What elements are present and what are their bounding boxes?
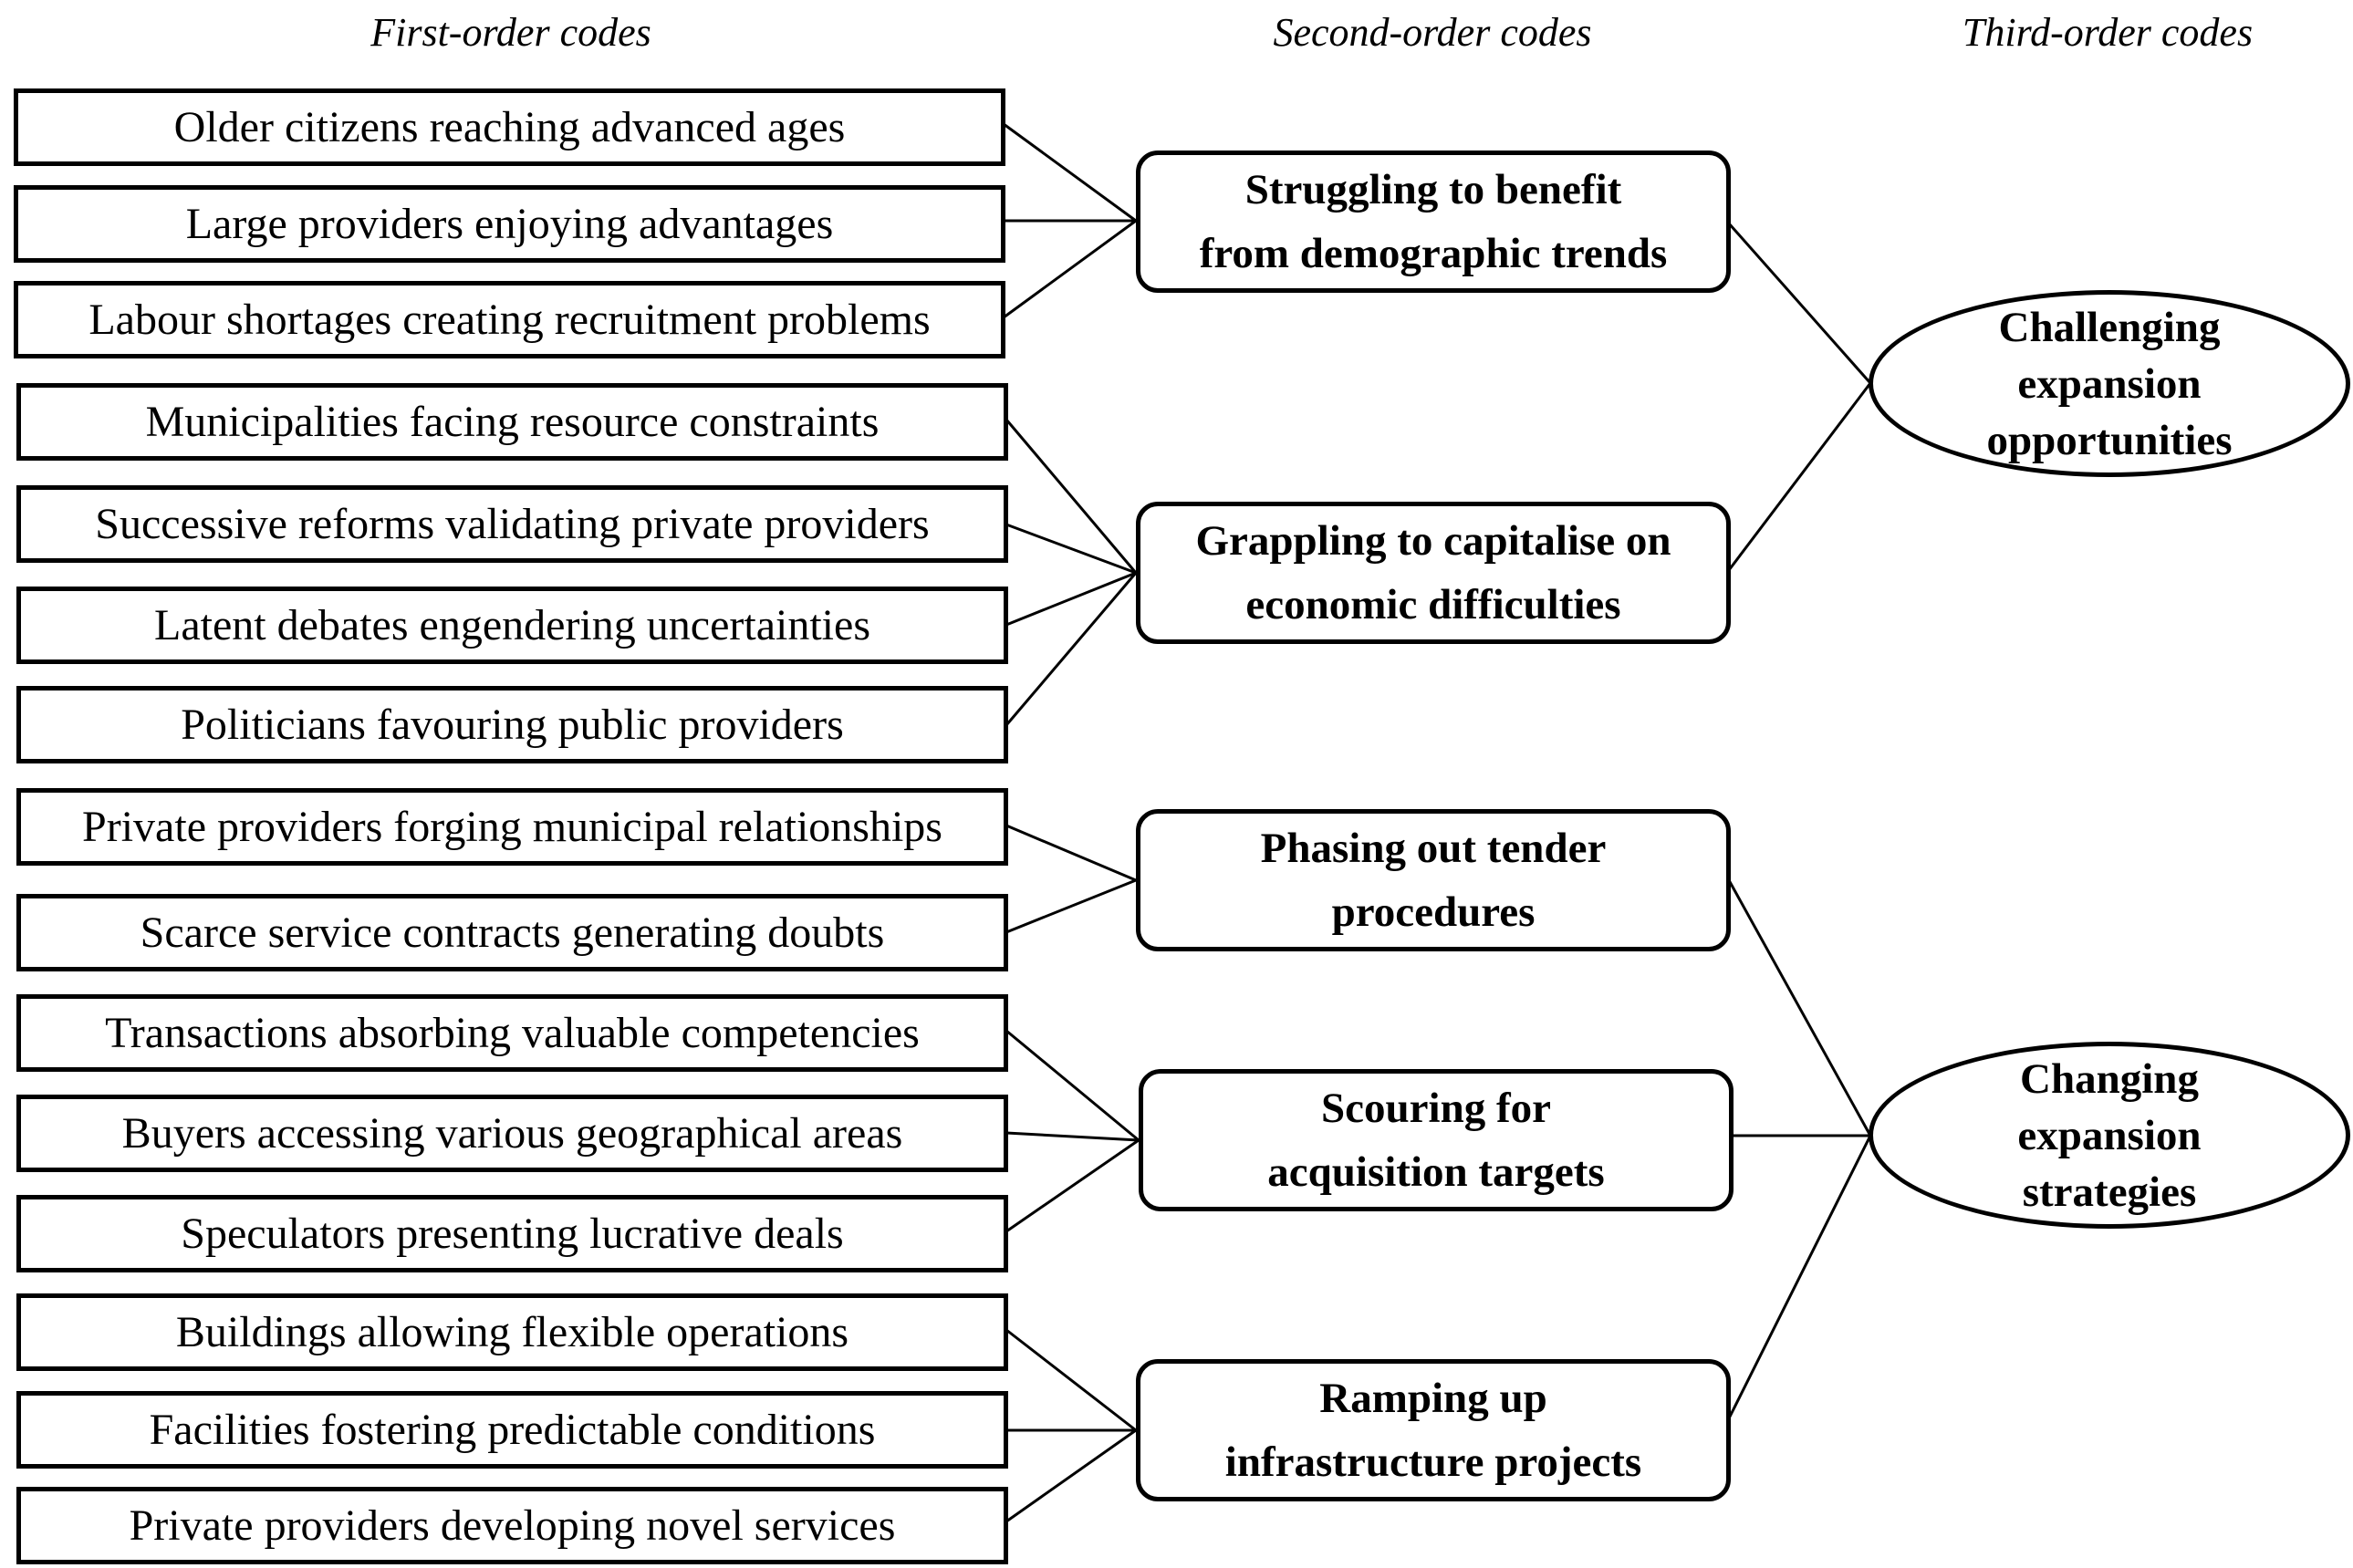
second-order-code-line: procedures (1331, 888, 1536, 936)
third-order-code-line: expansion (2017, 359, 2202, 408)
connector-line (1005, 1029, 1140, 1142)
second-order-code-line: Phasing out tender (1260, 825, 1607, 872)
first-order-code: Successive reforms validating private pr… (16, 485, 1008, 563)
connector-line (1005, 1138, 1140, 1233)
header-third-order-codes: Third-order codes (1962, 10, 2254, 55)
second-order-code-line: Struggling to benefit (1244, 166, 1622, 213)
header-first-order-codes: First-order codes (370, 10, 651, 55)
third-order-code: Changing expansion strategies (1869, 1042, 2350, 1229)
first-order-code: Scarce service contracts generating doub… (16, 894, 1008, 971)
connector-line (1005, 419, 1138, 574)
second-order-code: Phasing out tender procedures (1136, 809, 1731, 951)
second-order-code: Ramping up infrastructure projects (1136, 1359, 1731, 1501)
second-order-code-line: Ramping up (1319, 1375, 1547, 1422)
second-order-code: Struggling to benefit from demographic t… (1136, 151, 1731, 293)
header-second-order-codes: Second-order codes (1273, 10, 1592, 55)
first-order-code: Speculators presenting lucrative deals (16, 1195, 1008, 1272)
connector-line (1005, 523, 1137, 575)
first-order-code: Politicians favouring public providers (16, 686, 1008, 763)
connector-line (1005, 571, 1137, 627)
first-order-code: Transactions absorbing valuable competen… (16, 994, 1008, 1072)
connector-line (1005, 878, 1137, 934)
first-order-code: Latent debates engendering uncertainties (16, 587, 1008, 664)
connector-line (1727, 223, 1872, 384)
second-order-code-line: from demographic trends (1199, 230, 1668, 277)
second-order-code-line: acquisition targets (1267, 1148, 1605, 1196)
connector-line (1727, 382, 1872, 571)
third-order-code: Challenging expansion opportunities (1869, 290, 2350, 477)
first-order-code: Private providers developing novel servi… (16, 1487, 1008, 1564)
connector-line (1005, 1328, 1137, 1432)
third-order-code-line: Changing (2020, 1054, 2199, 1103)
third-order-code-line: opportunities (1986, 416, 2233, 464)
third-order-code-line: expansion (2017, 1111, 2202, 1159)
first-order-code: Municipalities facing resource constrain… (16, 383, 1008, 461)
connector-line (1727, 879, 1872, 1137)
second-order-code: Scouring for acquisition targets (1139, 1069, 1734, 1211)
third-order-code-line: Challenging (1998, 303, 2221, 351)
connector-line (1005, 572, 1138, 726)
connector-line (1003, 122, 1137, 223)
second-order-code-line: infrastructure projects (1224, 1438, 1642, 1486)
first-order-code: Older citizens reaching advanced ages (14, 88, 1005, 166)
second-order-code-line: economic difficulties (1245, 581, 1621, 628)
second-order-code-line: Grappling to capitalise on (1195, 517, 1671, 565)
first-order-code: Private providers forging municipal rela… (16, 788, 1008, 866)
connector-line (1727, 1135, 1872, 1419)
connector-line (1005, 1428, 1137, 1523)
connector-line (1005, 1131, 1140, 1142)
first-order-code: Buildings allowing flexible operations (16, 1293, 1008, 1371)
second-order-code: Grappling to capitalise on economic diff… (1136, 502, 1731, 644)
second-order-code-line: Scouring for (1321, 1085, 1551, 1132)
third-order-code-line: strategies (2022, 1168, 2197, 1216)
connector-line (1003, 219, 1137, 319)
first-order-code: Labour shortages creating recruitment pr… (14, 281, 1005, 358)
connector-line (1005, 824, 1137, 882)
first-order-code: Buyers accessing various geographical ar… (16, 1095, 1008, 1172)
first-order-code: Facilities fostering predictable conditi… (16, 1391, 1008, 1469)
first-order-code: Large providers enjoying advantages (14, 185, 1005, 263)
